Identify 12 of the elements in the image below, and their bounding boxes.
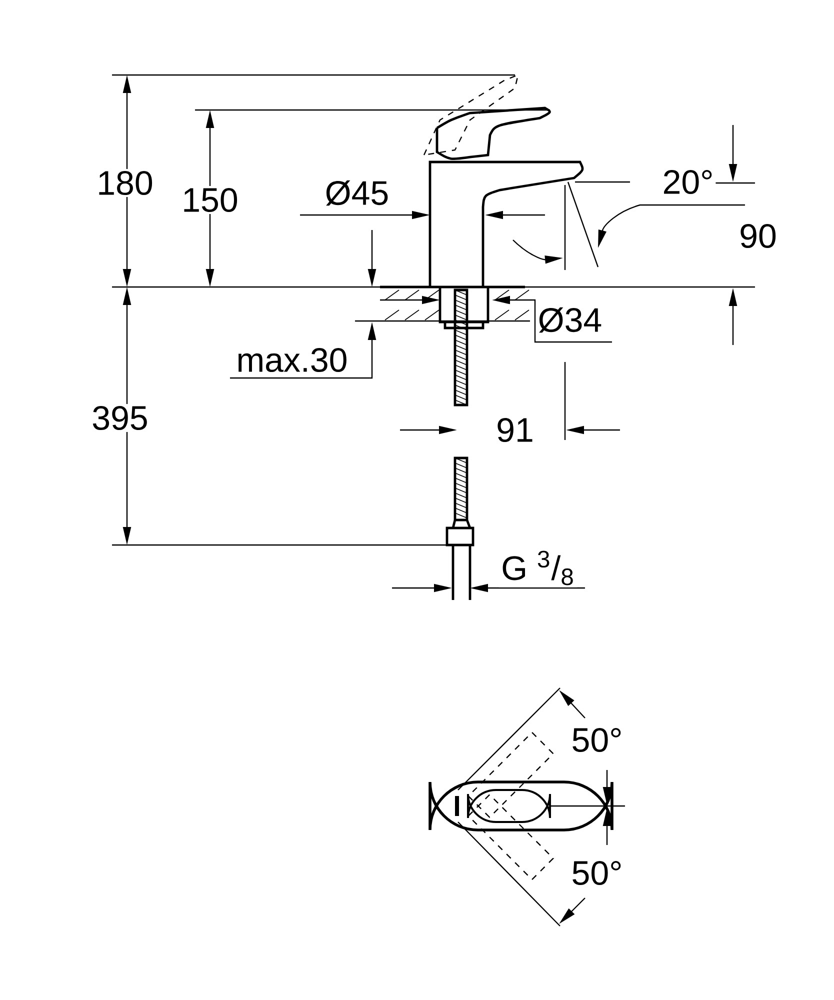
dimension-label: 50° [569, 858, 625, 888]
dimension-label: max.30 [234, 346, 350, 374]
dimension-label: 180 [94, 168, 156, 198]
dimension-label: 50° [569, 726, 625, 754]
dimension-label: 90 [737, 222, 779, 250]
dimension-label: G $^{3}$/$_{8}$ [499, 548, 577, 588]
dimension-label: 150 [180, 186, 240, 214]
dimension-label: 91 [494, 416, 536, 444]
dimension-label: 395 [90, 404, 150, 432]
dimension-label: Ø34 [536, 305, 604, 335]
dimension-label: 20° [660, 168, 716, 196]
dimension-label: Ø45 [322, 178, 392, 208]
